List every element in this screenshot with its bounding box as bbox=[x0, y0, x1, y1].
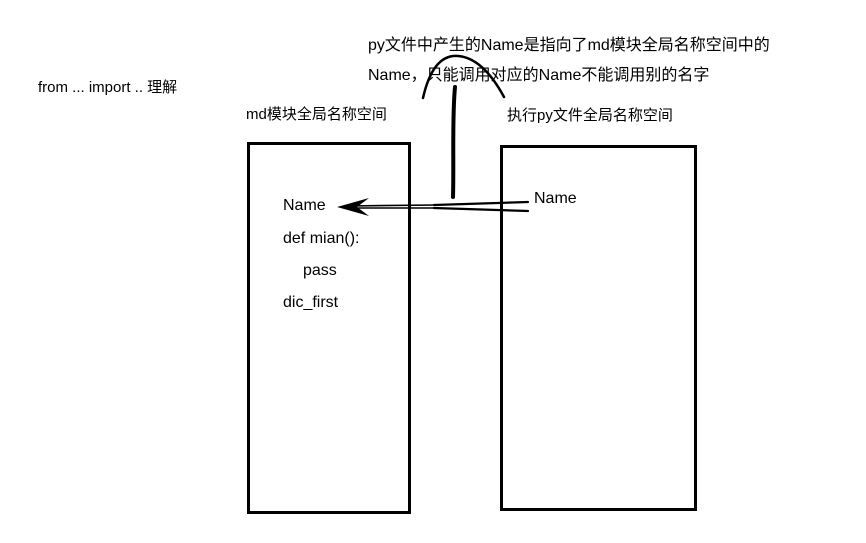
annotation-pointer-line bbox=[451, 85, 457, 199]
md-box-item-def: def mian(): bbox=[283, 230, 360, 247]
diagram-title: from ... import .. 理解 bbox=[38, 79, 178, 96]
md-namespace-box bbox=[247, 142, 411, 514]
md-box-item-dicfirst: dic_first bbox=[283, 294, 339, 311]
annotation-line-1: py文件中产生的Name是指向了md模块全局名称空间中的 bbox=[368, 37, 770, 54]
md-box-item-pass: pass bbox=[303, 262, 337, 279]
annotation-line-2: Name，只能调用对应的Name不能调用别的名字 bbox=[368, 67, 710, 84]
md-box-item-name: Name bbox=[283, 197, 326, 214]
md-box-caption: md模块全局名称空间 bbox=[246, 106, 387, 123]
py-namespace-box bbox=[500, 145, 697, 511]
py-box-item-name: Name bbox=[534, 190, 577, 207]
py-box-caption: 执行py文件全局名称空间 bbox=[507, 107, 673, 124]
